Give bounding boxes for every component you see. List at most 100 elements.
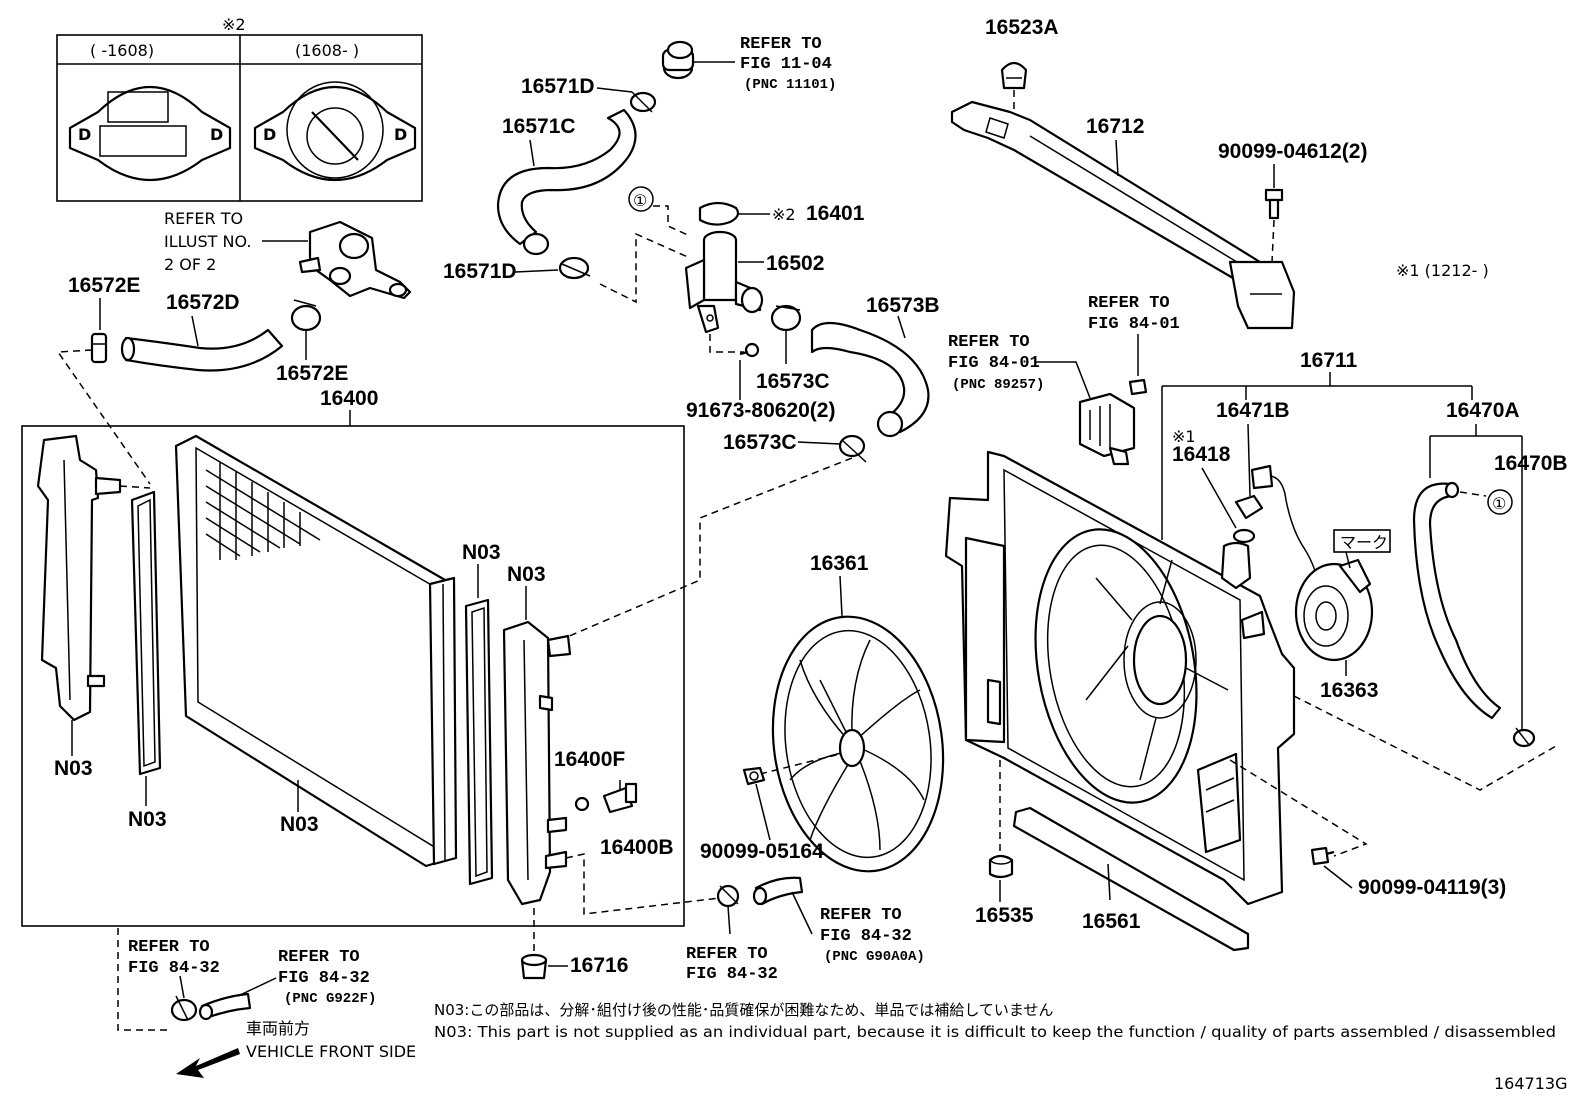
lower-hose-16573B: 16573B 16573C — [559, 294, 940, 641]
radiator-fins — [205, 462, 321, 560]
cooling-fan-16361: 16361 90099-05164 REFER TO F — [686, 552, 945, 984]
filler-neck-group: ① ※2 16401 16502 91673-80620(2) — [599, 186, 865, 422]
label-16400: 16400 — [320, 387, 378, 410]
clamp-16471B — [1234, 494, 1264, 520]
ref-fig-11-04-a: REFER TO — [740, 35, 822, 54]
label-16470B: 16470B — [1494, 452, 1568, 475]
gasket-right — [464, 598, 494, 886]
cushion-16523A — [1000, 61, 1028, 90]
hose-clamp-lower-left — [170, 995, 198, 1022]
ref-84-01-b1: REFER TO — [948, 333, 1030, 352]
upper-hose-16571C — [496, 108, 637, 246]
label-16573B: 16573B — [866, 294, 940, 317]
label-90099-05164: 90099-05164 — [700, 840, 824, 863]
hose-clamp-16571D-mid — [558, 256, 591, 280]
ref-84-01-a1: REFER TO — [1088, 294, 1170, 313]
hose-clamp-16572E-left — [90, 332, 108, 364]
inset-marker: ※2 — [222, 15, 246, 34]
label-n03-4: N03 — [462, 541, 501, 564]
hose-clamp-16572E-right — [290, 299, 322, 332]
label-n03-3: N03 — [280, 813, 319, 836]
label-16716: 16716 — [570, 954, 628, 977]
label-16470A: 16470A — [1446, 399, 1520, 422]
svg-text:D: D — [210, 125, 223, 144]
radiator-cap-new-icon: D D — [253, 81, 417, 182]
fan-blades — [789, 639, 925, 851]
vehicle-front-arrow-icon — [176, 1048, 240, 1078]
label-16561: 16561 — [1082, 910, 1141, 933]
label-16572E-right: 16572E — [276, 362, 348, 385]
label-16418: 16418 — [1172, 443, 1231, 466]
drain-plug-16716 — [520, 953, 548, 980]
ref-84-32-b1: REFER TO — [278, 948, 360, 967]
hose-clamp-lower-middle — [716, 884, 740, 908]
ref-84-01-b-pnc: (PNC 89257) — [952, 377, 1044, 393]
label-16572E-left: 16572E — [68, 274, 140, 297]
ref-84-32-c1: REFER TO — [686, 945, 768, 964]
circle-one-a: ① — [633, 191, 647, 210]
footnotes: N03:この部品は、分解･組付け後の性能･品質確保が困難なため、単品では補給して… — [434, 1001, 1567, 1093]
ref-illust-a: REFER TO — [164, 209, 243, 228]
mark-label-box — [1333, 529, 1391, 553]
label-n03-1: N03 — [54, 757, 93, 780]
radiator-assy-16400: 16400 N03 N03 — [21, 387, 721, 927]
label-16401: 16401 — [806, 202, 865, 225]
ref-84-32-c2: FIG 84-32 — [686, 965, 778, 984]
fan-shroud-body — [944, 450, 1296, 906]
radiator-core — [174, 434, 458, 868]
figure-code: 164713G — [1494, 1074, 1567, 1093]
label-16400B: 16400B — [600, 836, 674, 859]
ref-84-32-b-pnc: (PNC G922F) — [284, 991, 376, 1007]
water-outlet-16502 — [684, 230, 764, 334]
drain-cock-16400B — [602, 782, 638, 814]
svg-text:D: D — [263, 125, 276, 144]
label-16523A: 16523A — [985, 16, 1059, 39]
ref-fig-11-04-b: FIG 11-04 — [740, 55, 832, 74]
cap-variant-inset: ※2 ( -1608) (1608- ) D D D D — [56, 15, 423, 202]
label-16400F: 16400F — [554, 748, 625, 771]
svg-text:D: D — [78, 125, 91, 144]
fan-controller-refs: REFER TO FIG 84-01 REFER TO FIG 84-01 (P… — [948, 294, 1180, 466]
label-16571D-top: 16571D — [521, 75, 595, 98]
label-16502: 16502 — [766, 252, 824, 275]
radiator-cap-old-icon: D D — [68, 85, 232, 182]
ref-84-32-a1: REFER TO — [128, 938, 210, 957]
engine-outlet-fitting — [661, 40, 695, 80]
seal-16561 — [1012, 806, 1250, 952]
ref-84-32-a2: FIG 84-32 — [128, 959, 220, 978]
label-90099-04612: 90099-04612(2) — [1218, 140, 1367, 163]
ref-illust-b: ILLUST NO. — [164, 232, 251, 251]
hose-clamp-16573C-a — [770, 304, 802, 332]
label-16363: 16363 — [1320, 679, 1378, 702]
front-side-en: VEHICLE FRONT SIDE — [246, 1042, 416, 1061]
label-16535: 16535 — [975, 904, 1034, 927]
bypass-hose-16572D — [124, 328, 284, 372]
label-16571D-mid: 16571D — [443, 260, 517, 283]
ref-84-32-d-pnc: (PNC G90A0A) — [824, 949, 925, 965]
thermostat-housing-ref — [298, 220, 412, 300]
label-16571C: 16571C — [502, 115, 576, 138]
footnote-en: N03: This part is not supplied as an ind… — [434, 1023, 1556, 1041]
label-n03-2: N03 — [128, 808, 167, 831]
footnote-jp: N03:この部品は、分解･組付け後の性能･品質確保が困難なため、単品では補給して… — [434, 1001, 1053, 1019]
label-16361: 16361 — [810, 552, 869, 575]
hose-clamp-16573C-b — [838, 434, 867, 463]
label-16712: 16712 — [1086, 115, 1144, 138]
ref-fig-11-04-pnc: (PNC 11101) — [744, 77, 836, 93]
ref-84-32-d1: REFER TO — [820, 906, 902, 925]
note-x2-16401: ※2 — [772, 205, 796, 224]
label-16573C-a: 16573C — [756, 370, 830, 393]
label-16573C-b: 16573C — [723, 431, 797, 454]
label-16471B: 16471B — [1216, 399, 1290, 422]
fan-bolt-ref — [1128, 378, 1148, 396]
upper-hose-group: REFER TO FIG 11-04 (PNC 11101) 16571D 16… — [443, 35, 836, 283]
bolt-91673 — [739, 342, 760, 358]
filler-cap-seal-16401 — [698, 201, 740, 226]
label-91673: 91673-80620(2) — [686, 399, 835, 422]
o-ring-16400F — [574, 796, 590, 812]
fan-resistor-icon — [1078, 392, 1136, 466]
fan-shroud-group: 16711 16471B ※1 16418 16470A 16470B — [944, 349, 1568, 952]
label-n03-5: N03 — [507, 563, 546, 586]
label-16572D: 16572D — [166, 291, 240, 314]
ref-84-01-a2: FIG 84-01 — [1088, 315, 1180, 334]
